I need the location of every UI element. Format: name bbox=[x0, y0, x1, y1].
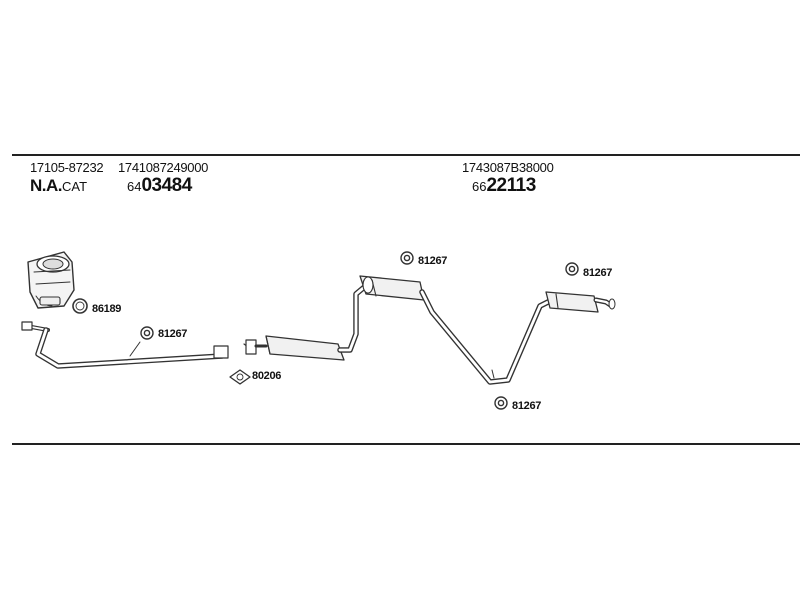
rear-system-ref: 6622113 bbox=[472, 176, 536, 195]
catalytic-converter bbox=[27, 251, 75, 309]
part-label-hanger-rear: 81267 bbox=[583, 267, 613, 279]
rubber-hanger-icon bbox=[400, 251, 414, 265]
rear-system-oem-code: 1743087B38000 bbox=[462, 160, 554, 175]
catalyst-ref-suffix: CAT bbox=[62, 179, 88, 194]
part-label-hanger-front: 81267 bbox=[158, 328, 188, 340]
front-pipe-oem-code: 1741087249000 bbox=[118, 160, 209, 175]
rubber-hanger-icon bbox=[565, 262, 579, 276]
catalyst-ref: N.A.CAT bbox=[30, 177, 87, 195]
middle-silencer bbox=[243, 281, 371, 361]
front-pipe bbox=[21, 321, 229, 369]
gasket-80206 bbox=[229, 369, 251, 385]
part-label-gasket-upper: 86189 bbox=[92, 303, 122, 315]
rear-system-ref-bold: 22113 bbox=[486, 175, 536, 196]
front-pipe-ref: 6403484 bbox=[127, 176, 192, 195]
gasket-ring-86189 bbox=[72, 298, 88, 314]
top-divider bbox=[12, 154, 800, 156]
part-label-hanger-middle-bottom: 81267 bbox=[512, 400, 542, 412]
catalyst-oem-code: 17105-87232 bbox=[30, 160, 104, 175]
part-label-hanger-middle-top: 81267 bbox=[418, 255, 448, 267]
catalyst-ref-bold: N.A. bbox=[30, 176, 63, 195]
rear-silencer bbox=[545, 291, 616, 313]
rubber-hanger-icon bbox=[140, 326, 154, 340]
front-pipe-ref-bold: 03484 bbox=[141, 175, 192, 196]
rubber-hanger-icon bbox=[494, 396, 508, 410]
bottom-divider bbox=[12, 443, 800, 445]
rear-system-ref-prefix: 66 bbox=[472, 179, 487, 194]
center-silencer-and-pipe bbox=[359, 275, 555, 385]
part-label-gasket-lower: 80206 bbox=[252, 370, 282, 382]
front-pipe-ref-prefix: 64 bbox=[127, 179, 142, 194]
